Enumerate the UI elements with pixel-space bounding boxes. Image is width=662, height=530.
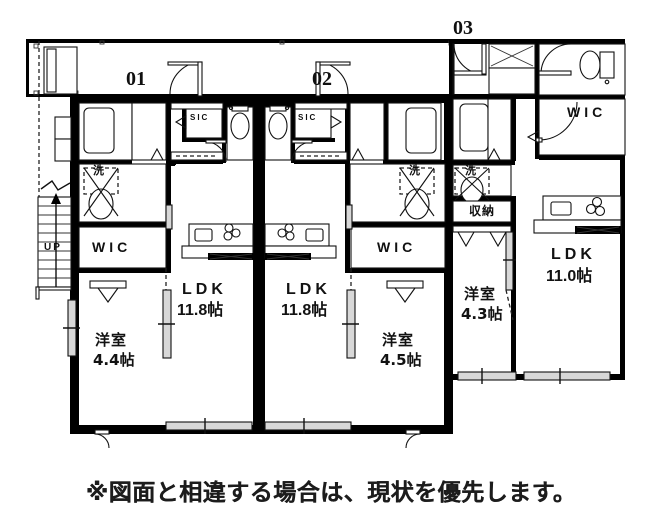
wic-label-02: WIC [377, 239, 417, 255]
wic-label-01: WIC [92, 239, 132, 255]
sic-label-01: SIC [190, 113, 210, 122]
ldk-size-03: 11.0帖 [546, 268, 593, 285]
ldk-label-01: LDK [182, 281, 227, 298]
kitchen-counters [181, 223, 337, 260]
wic-label-03: WIC [567, 104, 607, 120]
sic-label-02: SIC [298, 113, 318, 122]
washer-label-01: 洗 [93, 164, 104, 177]
stairs-up-label: UP [44, 242, 62, 253]
windows-and-doors [63, 268, 421, 449]
unit01-fixtures [54, 61, 254, 303]
structural-walls [70, 39, 625, 434]
bedroom-size-03: 4.3帖 [461, 305, 503, 323]
bedroom-label-01: 洋室 [95, 331, 128, 349]
ldk-size-02: 11.8帖 [281, 302, 328, 319]
unit-number-03: 03 [453, 17, 473, 39]
washer-label-03: 洗 [465, 164, 476, 177]
ldk-label-02: LDK [286, 281, 331, 298]
bedroom-label-03: 洋室 [464, 285, 497, 303]
unit-number-01: 01 [126, 68, 146, 90]
bedroom-size-02: 4.5帖 [380, 351, 422, 369]
stairs [35, 180, 72, 300]
unit03-fixtures [452, 43, 626, 384]
storage-label-03: 収納 [469, 204, 496, 218]
unit-number-02: 02 [312, 68, 332, 90]
unit02-fixtures [264, 61, 446, 303]
ldk-size-01: 11.8帖 [177, 302, 224, 319]
washer-label-02: 洗 [409, 164, 420, 177]
bedroom-label-02: 洋室 [382, 331, 415, 349]
ldk-label-03: LDK [551, 246, 596, 263]
plan-disclaimer-caption: ※図面と相違する場合は、現状を優先します。 [85, 480, 577, 506]
bedroom-size-01: 4.4帖 [93, 351, 135, 369]
